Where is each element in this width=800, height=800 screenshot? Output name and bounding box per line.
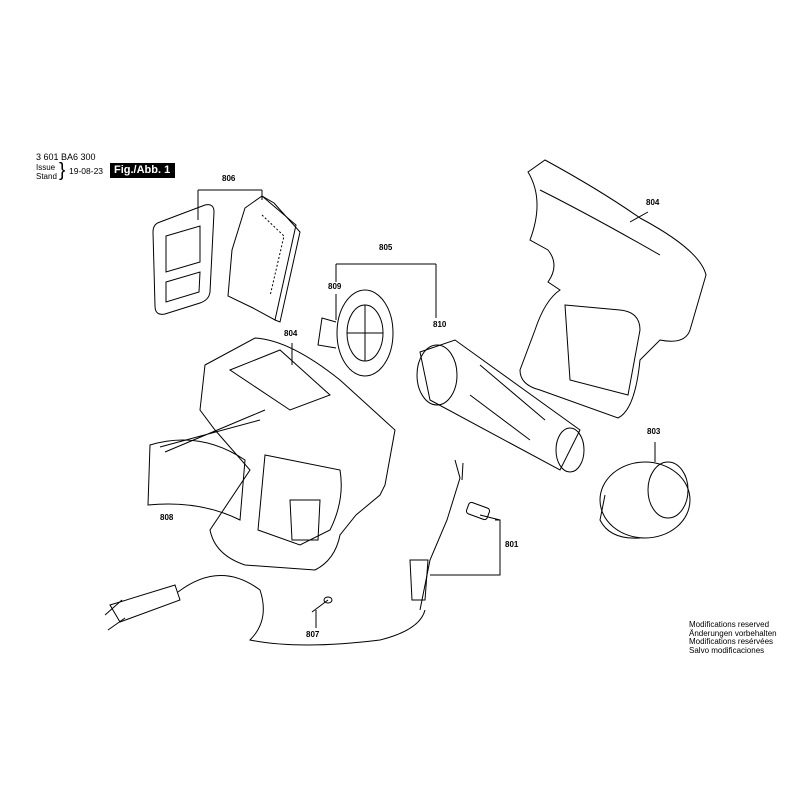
label-808: 808: [160, 513, 174, 522]
part-803-nozzle-cap: [599, 461, 691, 539]
label-801: 801: [505, 540, 519, 549]
issue-date: 19-08-23: [69, 166, 104, 176]
leader-808: [159, 409, 266, 453]
part-809-fan: [317, 289, 394, 377]
note-es: Salvo modificaciones: [689, 645, 765, 655]
label-807: 807: [306, 630, 320, 639]
label-804: 804: [646, 198, 660, 207]
modifications-note: Modifications reserved Änderungen vorbeh…: [689, 620, 777, 655]
part-808-shield: [147, 439, 246, 521]
label-805: 805: [379, 243, 393, 252]
issue-label: Issue: [36, 163, 56, 172]
issue-stand-label: Issue Stand: [36, 163, 57, 181]
label-809: 809: [328, 282, 342, 291]
leader-805: [335, 263, 437, 318]
leader-804-right: [629, 211, 649, 223]
part-807-screw: [311, 596, 333, 613]
note-de: Änderungen vorbehalten: [689, 628, 777, 638]
label-810: 810: [433, 320, 447, 329]
label-806: 806: [222, 174, 236, 183]
part-804-housing-right: [519, 159, 707, 419]
brace: }: [59, 160, 66, 181]
leader-801: [430, 514, 501, 576]
note-fr: Modifications resérvées: [689, 637, 774, 646]
part-806-circuit-board: [227, 195, 301, 323]
label-803: 803: [647, 427, 661, 436]
part-806-cover: [152, 204, 215, 315]
stand-label: Stand: [36, 172, 57, 181]
part-810-heating-element: [416, 339, 585, 473]
note-en: Modifications reserved: [689, 620, 770, 629]
label-804-left: 804: [284, 329, 298, 338]
leader-806: [197, 189, 263, 220]
power-plug-and-cord: [104, 575, 426, 646]
document-number: 3 601 BA6 300: [36, 152, 96, 162]
part-804-housing-left: [199, 337, 396, 571]
part-801-cable-and-clamp: [409, 459, 491, 611]
figure-label: Fig./Abb. 1: [110, 163, 176, 178]
